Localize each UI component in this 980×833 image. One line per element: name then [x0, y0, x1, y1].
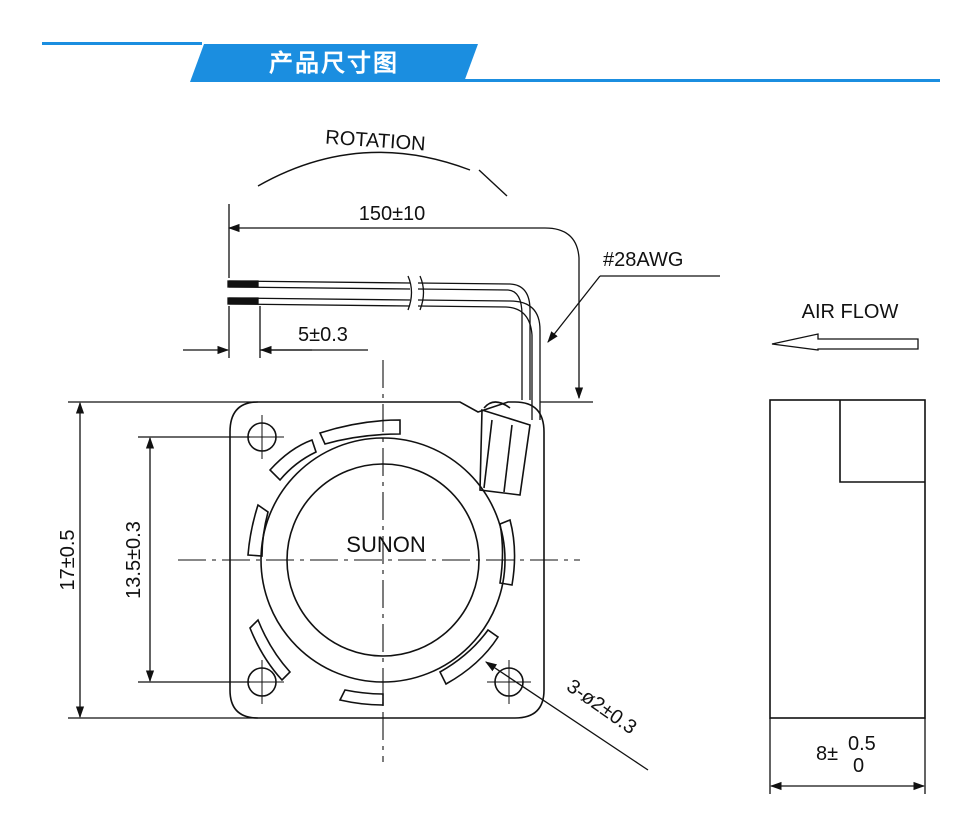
- header-accent-bar: [42, 42, 202, 45]
- fan-side-view: [769, 399, 926, 719]
- fan-centerlines: [178, 360, 580, 762]
- depth-label: 8±: [816, 743, 838, 765]
- air-flow-label: AIR FLOW: [802, 301, 899, 323]
- air-flow-arrow: [771, 333, 919, 351]
- lead-wires: [227, 275, 541, 420]
- height-label: 17±0.5: [57, 529, 79, 590]
- hole-pitch-label: 13.5±0.3: [123, 521, 145, 599]
- page-title: 产品尺寸图: [269, 49, 399, 77]
- brand-label: SUNON: [346, 532, 425, 557]
- strip-length-label: 5±0.3: [298, 324, 348, 346]
- height-dimension: [68, 401, 258, 719]
- strip-length-dimension: [183, 306, 368, 358]
- wire-gauge-label: #28AWG: [603, 249, 683, 271]
- header-tab-shape: [190, 44, 478, 82]
- depth-dimension: [769, 718, 926, 794]
- header-underline: [450, 79, 940, 82]
- wire-gauge-leader: [547, 275, 720, 343]
- header-tab: 产品尺寸图: [190, 44, 478, 82]
- cable-length-dimension: [227, 204, 593, 403]
- depth-tolerance-upper: 0.5: [848, 733, 876, 755]
- hole-spec-leader: [485, 661, 649, 771]
- rotation-label: ROTATION: [325, 127, 427, 156]
- hole-pitch-dimension: [138, 436, 250, 683]
- depth-tolerance-lower: 0: [853, 755, 864, 777]
- cable-length-label: 150±10: [359, 203, 426, 225]
- hole-spec-label: 3-ø2±0.3: [562, 675, 640, 739]
- rotation-arrow: [257, 151, 508, 197]
